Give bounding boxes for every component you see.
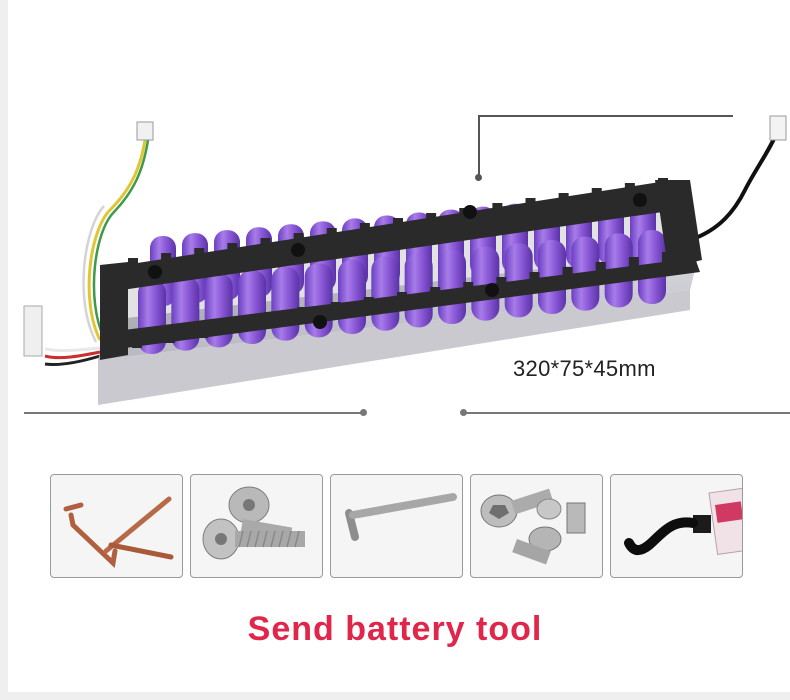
round-head-screws-icon <box>202 486 305 560</box>
holder-tooth <box>227 243 238 261</box>
callout-line-horizontal <box>478 115 733 117</box>
holder-tooth <box>624 183 635 201</box>
battery-cell <box>371 256 400 331</box>
callout-line-vertical <box>478 115 480 177</box>
holder-tooth <box>231 317 242 333</box>
holder-tooth <box>297 307 308 323</box>
divider-right-dot <box>460 409 467 416</box>
holder-tooth <box>628 257 639 273</box>
holder-tooth <box>463 282 474 298</box>
holder-tooth <box>529 272 540 288</box>
holder-tooth <box>562 267 573 283</box>
holder-tooth <box>397 292 407 308</box>
caption-send-battery-tool: Send battery tool <box>247 610 543 648</box>
holder-tooth <box>496 277 507 293</box>
holder-tooth <box>595 262 606 278</box>
holder-tooth <box>393 218 403 236</box>
battery-cell <box>238 270 266 344</box>
holder-tooth <box>293 233 304 251</box>
holder-tooth <box>326 228 337 246</box>
holder-tooth <box>430 287 441 303</box>
battery-cell <box>438 250 466 324</box>
holder-tooth <box>459 208 470 226</box>
holder-tooth <box>198 322 209 338</box>
divider-right <box>462 412 790 414</box>
holder-tooth <box>492 203 503 221</box>
holder-tooth <box>165 327 176 343</box>
holder-tooth <box>161 253 172 271</box>
tool-thumb-hex-keys[interactable] <box>50 474 183 578</box>
bottom-edge-band <box>0 692 790 700</box>
battery-cell <box>271 266 300 341</box>
divider-left <box>24 412 364 414</box>
holder-tooth <box>363 297 374 313</box>
holder-tooth <box>330 302 341 318</box>
battery-cell <box>471 246 500 321</box>
battery-cell <box>338 260 366 334</box>
battery-cell <box>404 253 433 328</box>
sealant-tube-icon <box>624 486 742 555</box>
holder-tooth <box>525 198 536 216</box>
holder-tooth <box>359 223 370 241</box>
divider-left-dot <box>360 409 367 416</box>
holder-tooth <box>591 188 602 206</box>
dimension-label: 320*75*45mm <box>513 356 656 381</box>
battery-pack-image <box>23 115 787 405</box>
hex-key-pair-icon <box>63 496 174 569</box>
holder-tooth <box>128 258 138 276</box>
holder-tooth <box>264 312 275 328</box>
tool-thumb-sealant[interactable] <box>610 474 743 578</box>
holder-tooth <box>260 238 271 256</box>
tool-thumb-screws[interactable] <box>190 474 323 578</box>
l-hex-key-icon <box>345 493 457 541</box>
tool-thumb-bolts[interactable] <box>470 474 603 578</box>
tool-gallery <box>0 474 790 578</box>
holder-tooth <box>426 213 437 231</box>
holder-tooth <box>558 193 569 211</box>
holder-tooth <box>194 248 205 266</box>
callout-dot <box>475 174 482 181</box>
left-edge-band <box>0 0 8 700</box>
holder-tooth <box>662 252 672 268</box>
holder-tooth <box>658 178 668 196</box>
bolt-with-washer-icon <box>480 488 586 565</box>
holder-tooth <box>132 332 142 348</box>
tool-thumb-l-key[interactable] <box>330 474 463 578</box>
